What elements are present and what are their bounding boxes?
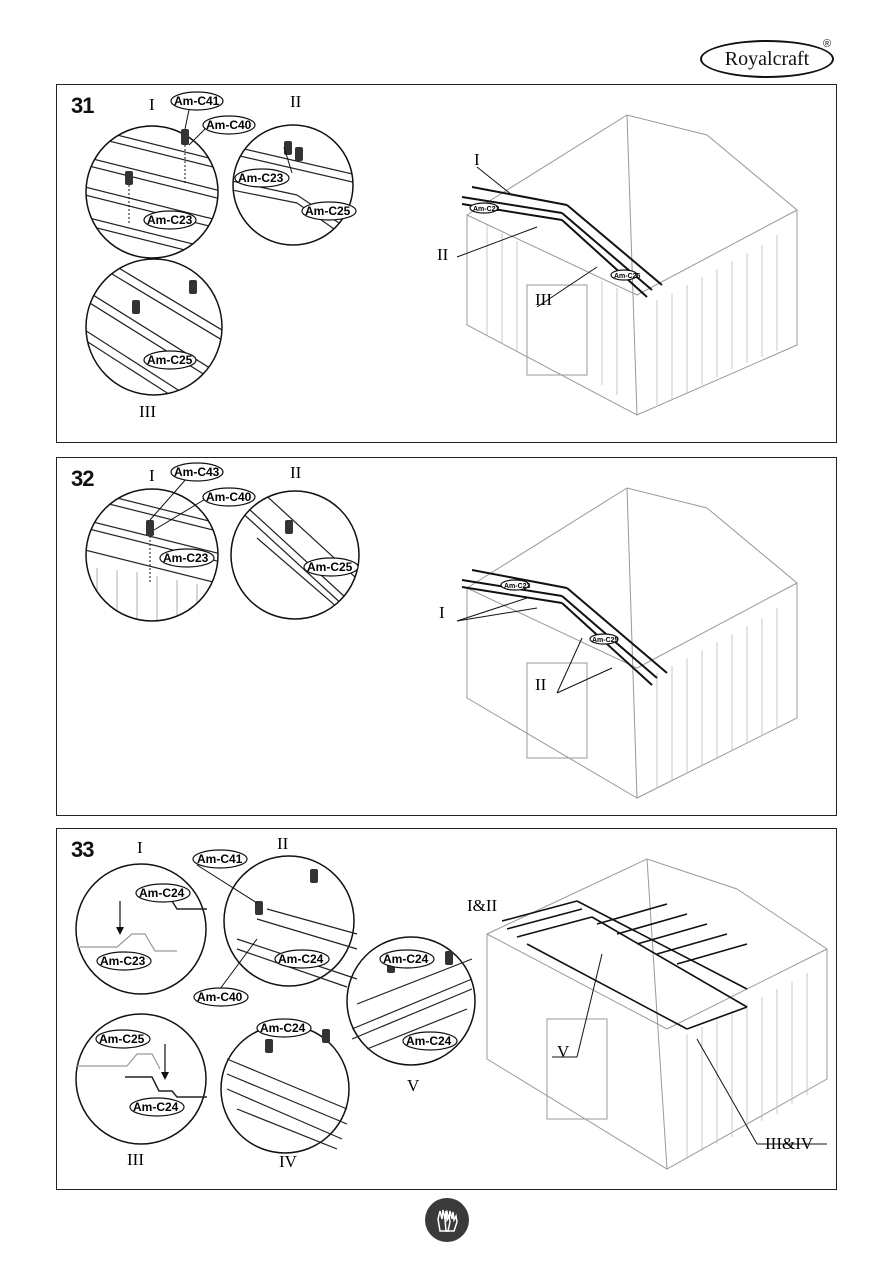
callout-iii-main: III bbox=[535, 290, 552, 309]
callout-ii: II bbox=[290, 92, 302, 111]
part-am-c23-main: Am-C23 bbox=[473, 206, 500, 213]
part-am-c23: Am-C23 bbox=[163, 551, 209, 565]
callout-v-main: V bbox=[557, 1042, 570, 1061]
part-am-c40: Am-C40 bbox=[206, 490, 252, 504]
part-am-c25-iii: Am-C25 bbox=[147, 353, 193, 367]
callout-ii: II bbox=[277, 834, 289, 853]
part-am-c25-ii: Am-C25 bbox=[305, 204, 351, 218]
callout-iii: III bbox=[139, 402, 156, 421]
part-am-c23-ii: Am-C23 bbox=[238, 171, 284, 185]
step-31-panel: 31 bbox=[56, 84, 837, 443]
registered-mark: ® bbox=[823, 38, 832, 50]
callout-i-ii: I&II bbox=[467, 896, 498, 915]
callout-ii: II bbox=[290, 463, 302, 482]
part-am-c24-v: Am-C24 bbox=[406, 1034, 452, 1048]
step-33-panel: 33 bbox=[56, 828, 837, 1190]
part-am-c41: Am-C41 bbox=[197, 852, 243, 866]
step-33-illustration: I II III IV V I&II V III&IV Am-C41 Am-C2… bbox=[75, 834, 828, 1171]
callout-i: I bbox=[149, 95, 155, 114]
callout-v: V bbox=[407, 1076, 420, 1095]
callout-iii-iv: III&IV bbox=[765, 1134, 814, 1153]
part-am-c23-i: Am-C23 bbox=[100, 954, 146, 968]
callout-ii-main: II bbox=[535, 675, 547, 694]
gloves-icon bbox=[425, 1198, 469, 1242]
step-32-illustration: I II I II Am-C43 Am-C40 Am-C23 Am-C25 Am… bbox=[85, 462, 798, 799]
part-am-c25-iii: Am-C25 bbox=[99, 1032, 145, 1046]
part-am-c41: Am-C41 bbox=[174, 94, 220, 108]
shed-drawing bbox=[466, 114, 798, 416]
part-am-c40: Am-C40 bbox=[197, 990, 243, 1004]
callout-i-main: I bbox=[439, 603, 445, 622]
part-am-c24-iv: Am-C24 bbox=[260, 1021, 306, 1035]
brand-logo: Royalcraft bbox=[700, 40, 834, 78]
part-am-c25-main: Am-C25 bbox=[592, 637, 619, 644]
step-32-panel: 32 bbox=[56, 457, 837, 816]
part-am-c25-main: Am-C25 bbox=[614, 273, 641, 280]
callout-i-main: I bbox=[474, 150, 480, 169]
step-number: 31 bbox=[71, 93, 95, 118]
callout-iii: III bbox=[127, 1150, 144, 1169]
callout-i: I bbox=[149, 466, 155, 485]
part-am-c43: Am-C43 bbox=[174, 465, 220, 479]
part-am-c24-ii: Am-C24 bbox=[278, 952, 324, 966]
callout-iv: IV bbox=[279, 1152, 298, 1171]
part-am-c23-main: Am-C23 bbox=[504, 583, 531, 590]
part-am-c24-iii: Am-C24 bbox=[133, 1100, 179, 1114]
part-am-c40: Am-C40 bbox=[206, 118, 252, 132]
step-number: 32 bbox=[71, 466, 95, 491]
part-am-c24-i: Am-C24 bbox=[139, 886, 185, 900]
step-31-illustration: I II III I II III Am-C41 Am-C40 Am-C23 A… bbox=[85, 91, 798, 421]
part-am-c24-v-top: Am-C24 bbox=[383, 952, 429, 966]
part-am-c25: Am-C25 bbox=[307, 560, 353, 574]
part-am-c23: Am-C23 bbox=[147, 213, 193, 227]
callout-ii-main: II bbox=[437, 245, 449, 264]
callout-i: I bbox=[137, 838, 143, 857]
step-number: 33 bbox=[71, 837, 95, 862]
detail-circle-i bbox=[86, 126, 218, 258]
